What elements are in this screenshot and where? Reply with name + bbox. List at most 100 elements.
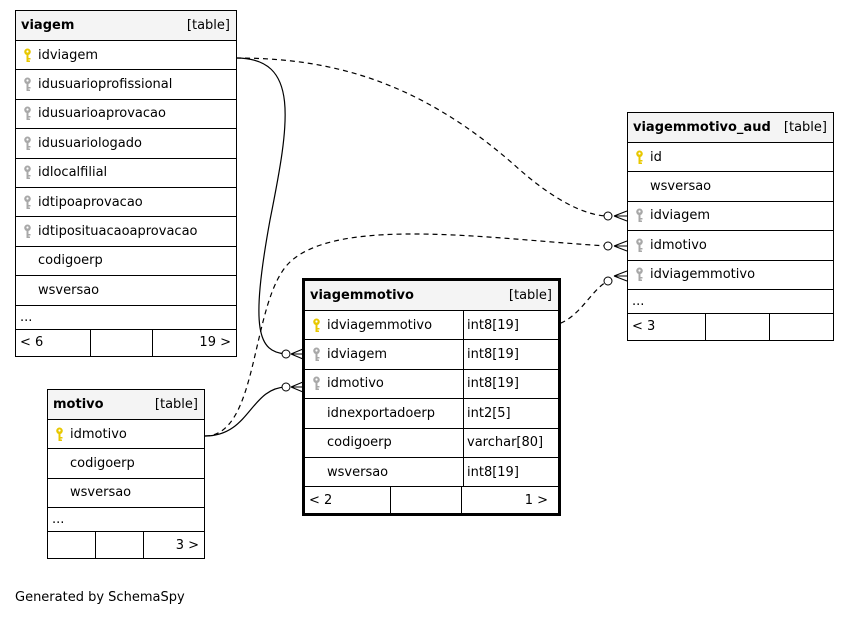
table-type: [table] xyxy=(508,288,552,303)
column-row[interactable]: codigoerp xyxy=(48,449,204,479)
table-name[interactable]: viagemmotivo_aud xyxy=(633,120,771,135)
foreign-key-icon xyxy=(16,106,38,121)
column-row[interactable]: wsversao xyxy=(628,172,833,202)
column-cell: idviagem xyxy=(16,41,236,69)
column-row[interactable]: id xyxy=(628,143,833,173)
table-name[interactable]: motivo xyxy=(53,397,104,412)
column-cell: idviagem xyxy=(305,340,463,368)
column-cell: idmotivo xyxy=(628,231,833,259)
table-name[interactable]: viagem xyxy=(21,18,75,33)
table-name[interactable]: viagemmotivo xyxy=(310,288,414,303)
column-cell: codigoerp xyxy=(305,429,463,457)
column-row[interactable]: codigoerp xyxy=(16,247,236,277)
children-link[interactable]: 3 > xyxy=(175,537,199,553)
column-name: codigoerp xyxy=(38,253,103,269)
column-name: idmotivo xyxy=(327,376,384,392)
credit-text: Generated by SchemaSpy xyxy=(15,590,185,605)
column-row[interactable]: idviagem xyxy=(628,202,833,232)
more-columns: ... xyxy=(16,306,236,330)
column-row[interactable]: idlocalfilial xyxy=(16,159,236,188)
foreign-key-icon xyxy=(16,165,38,180)
table-type: [table] xyxy=(783,120,827,135)
column-name: idmotivo xyxy=(650,237,707,253)
edge-motivo-viagemmotivo xyxy=(204,386,287,437)
edge-optional-marker xyxy=(603,276,613,286)
column-row[interactable]: wsversao xyxy=(48,479,204,509)
column-row[interactable]: idmotivo int8[19] xyxy=(305,369,558,400)
column-cell: idmotivo xyxy=(305,370,463,398)
column-name: idviagemmotivo xyxy=(650,267,756,283)
column-type: int2[5] xyxy=(463,399,558,428)
column-cell: idnexportadoerp xyxy=(305,399,463,427)
column-row[interactable]: idmotivo xyxy=(48,420,204,450)
column-cell: codigoerp xyxy=(48,449,204,477)
table-header: viagem [table] xyxy=(16,11,236,41)
table-header: motivo [table] xyxy=(48,390,204,420)
children-link[interactable] xyxy=(770,314,833,340)
column-row[interactable]: idviagemmotivo xyxy=(628,261,833,290)
column-row[interactable]: idtiposituacaoaprovacao xyxy=(16,217,236,247)
column-type: varchar[80] xyxy=(463,428,558,457)
foreign-key-icon xyxy=(305,376,327,391)
column-cell: codigoerp xyxy=(16,247,236,275)
footer-mid xyxy=(91,329,153,356)
parents-link[interactable]: < 2 xyxy=(305,487,391,514)
column-row[interactable]: idmotivo xyxy=(628,231,833,261)
column-cell: idusuarioprofissional xyxy=(16,70,236,98)
parents-link[interactable]: < 6 xyxy=(16,329,91,356)
column-name: idtipoaprovacao xyxy=(38,194,143,210)
column-name: wsversao xyxy=(650,179,712,195)
children-link[interactable]: 1 > xyxy=(524,492,548,508)
column-name: idlocalfilial xyxy=(38,165,108,181)
table-footer: < 6 19 > xyxy=(16,329,236,356)
column-name: idmotivo xyxy=(70,426,127,442)
edge-optional-marker xyxy=(281,382,291,392)
column-row[interactable]: idviagem xyxy=(16,41,236,71)
column-row[interactable]: idusuarioprofissional xyxy=(16,70,236,100)
column-list: id wsversao idviagem idmotivo idviagemmotivo xyxy=(628,143,833,290)
primary-key-icon xyxy=(48,427,70,442)
column-row[interactable]: idtipoaprovacao xyxy=(16,188,236,218)
table-viagemmotivo-aud[interactable]: viagemmotivo_aud [table] id wsversao idvia… xyxy=(627,112,834,341)
parents-link[interactable]: < 3 xyxy=(628,313,706,340)
table-header: viagemmotivo_aud [table] xyxy=(628,113,833,143)
column-cell: idtiposituacaoaprovacao xyxy=(16,217,236,245)
children-link[interactable]: 19 > xyxy=(199,335,231,351)
column-row[interactable]: idusuarioaprovacao xyxy=(16,100,236,130)
table-footer: < 2 1 > xyxy=(305,487,558,514)
edge-optional-marker xyxy=(603,211,613,221)
parents-link[interactable] xyxy=(48,532,96,559)
table-header: viagemmotivo [table] xyxy=(305,281,558,311)
column-type: int8[19] xyxy=(463,369,558,399)
foreign-key-icon xyxy=(628,267,650,282)
column-row[interactable]: wsversao xyxy=(16,276,236,306)
edge-motivo-aud xyxy=(204,233,609,437)
column-name: idviagem xyxy=(650,208,711,224)
edge-crowfoot xyxy=(613,270,628,282)
edge-viagem-viagemmotivo xyxy=(235,57,287,355)
column-cell: idviagem xyxy=(628,202,833,230)
column-row[interactable]: idusuariologado xyxy=(16,129,236,159)
column-cell: idtipoaprovacao xyxy=(16,188,236,216)
primary-key-icon xyxy=(16,48,38,63)
table-type: [table] xyxy=(186,18,230,33)
column-cell: wsversao xyxy=(16,276,236,304)
column-cell: wsversao xyxy=(305,458,463,486)
foreign-key-icon xyxy=(628,238,650,253)
column-cell: id xyxy=(628,143,833,171)
column-name: idusuarioaprovacao xyxy=(38,106,166,122)
table-footer: 3 > xyxy=(48,532,204,559)
foreign-key-icon xyxy=(16,195,38,210)
column-type: int8[19] xyxy=(463,311,558,340)
